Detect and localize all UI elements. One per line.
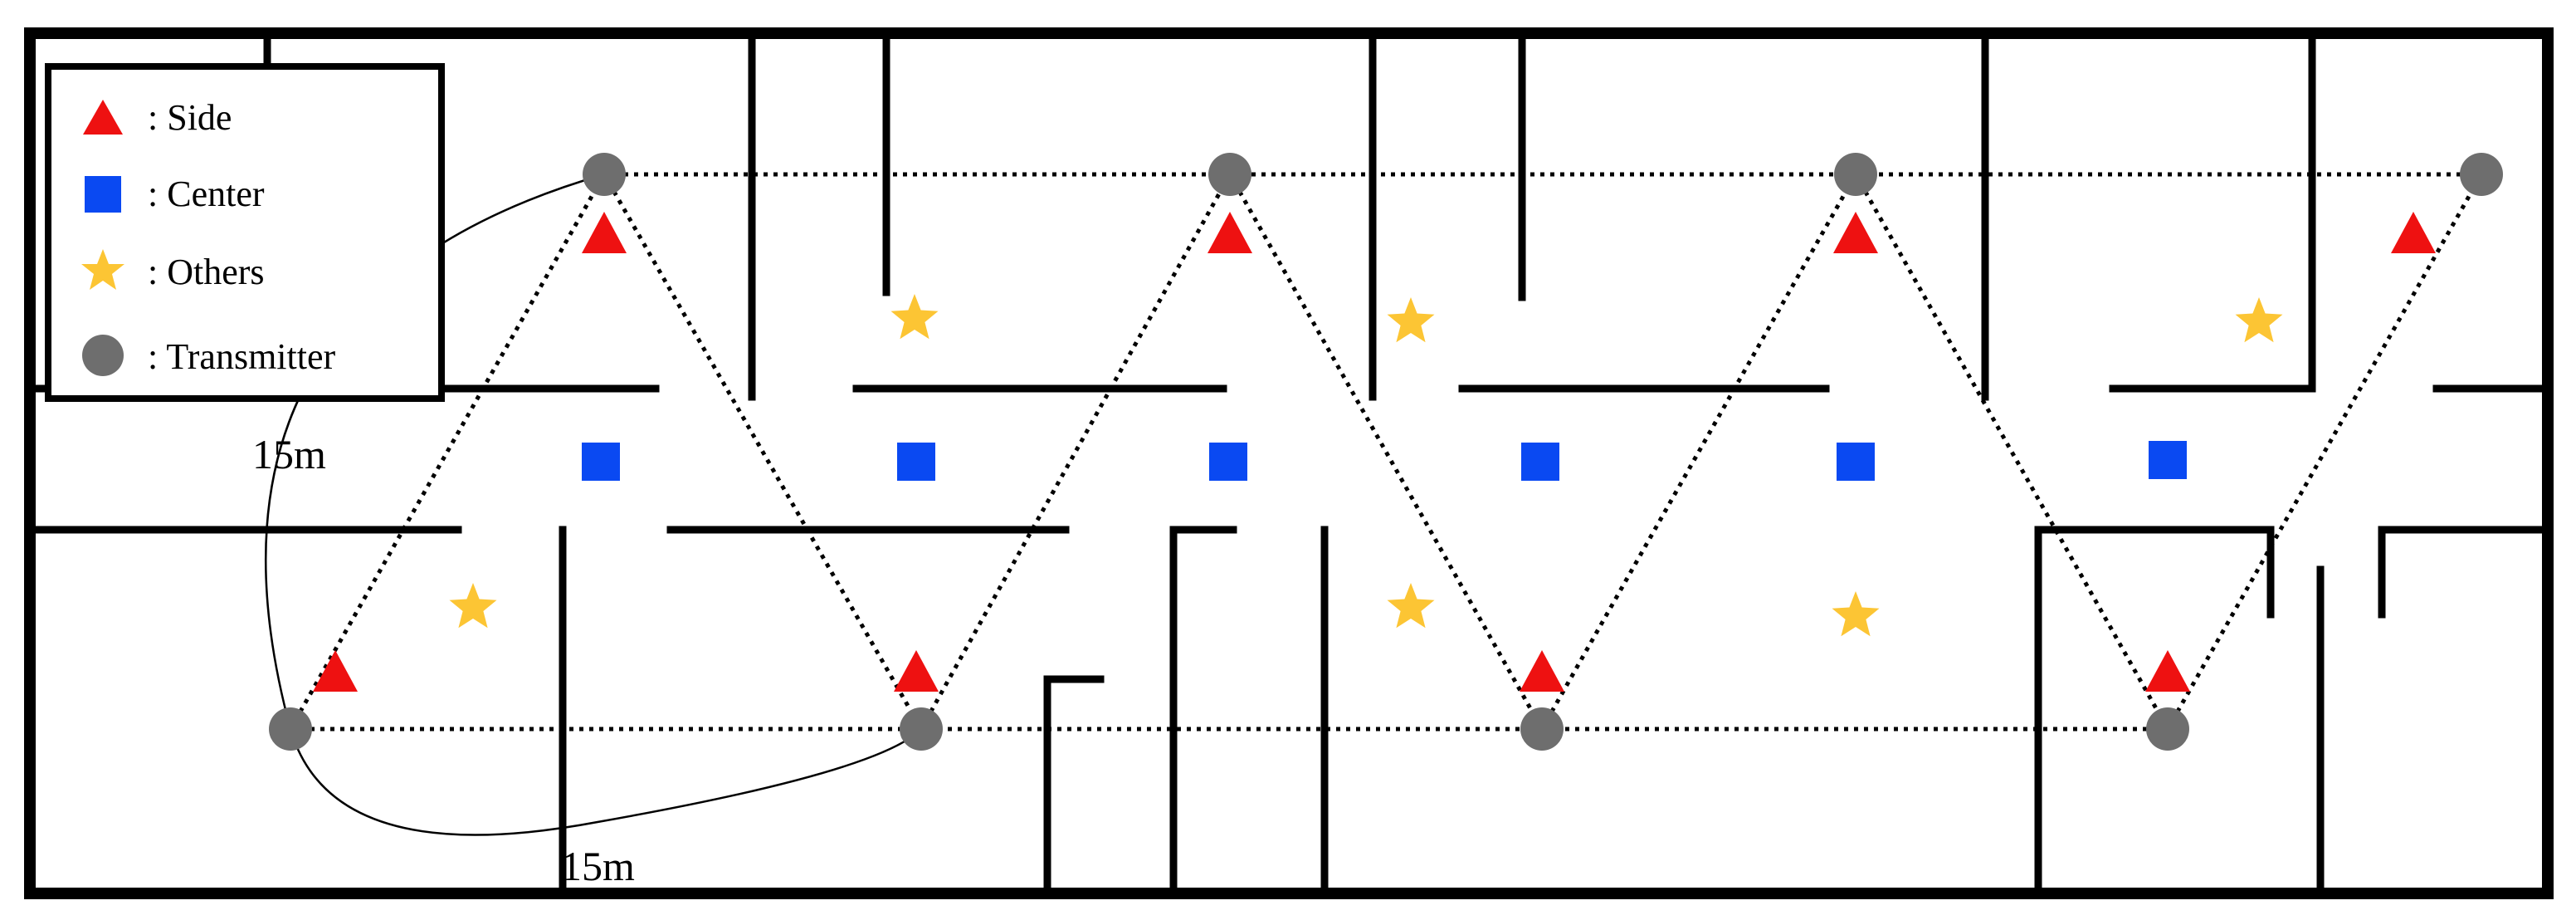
side-marker <box>1833 212 1878 253</box>
legend-center-icon <box>85 176 121 213</box>
center-marker <box>1209 443 1247 481</box>
center-marker <box>1837 443 1875 481</box>
transmitter-marker <box>583 153 626 196</box>
transmitter-marker <box>2146 707 2189 751</box>
dotted-link <box>602 173 924 731</box>
transmitter-links <box>288 172 2484 732</box>
side-marker <box>582 212 627 253</box>
dotted-link <box>2165 173 2484 731</box>
others-marker <box>1832 591 1880 637</box>
center-marker <box>2149 441 2187 479</box>
markers <box>269 153 2503 751</box>
side-marker <box>313 650 358 692</box>
center-marker <box>1521 443 1559 481</box>
legend-transmitter-icon <box>82 335 124 376</box>
legend-side-icon <box>83 100 123 135</box>
transmitter-marker <box>900 707 943 751</box>
side-marker <box>2145 650 2190 692</box>
dotted-link <box>1853 173 2170 731</box>
others-marker <box>890 294 939 340</box>
legend-others-icon <box>81 249 124 290</box>
legend: : Side : Center : Others : Transmitter <box>45 63 445 402</box>
side-marker <box>1208 212 1252 253</box>
transmitter-marker <box>2460 153 2503 196</box>
legend-side-label: : Side <box>148 97 232 138</box>
horizontal-distance-label: 15m <box>561 843 635 889</box>
transmitter-marker <box>1208 153 1251 196</box>
side-marker <box>894 650 939 692</box>
distance-arc-horizontal <box>289 728 922 836</box>
legend-transmitter-label: : Transmitter <box>148 336 335 377</box>
dotted-link <box>1539 173 1858 731</box>
others-marker <box>449 583 497 629</box>
legend-center-label: : Center <box>148 174 265 214</box>
diagonal-distance-label: 15m <box>252 431 326 477</box>
dotted-link <box>919 173 1232 731</box>
interior-walls <box>26 29 2552 898</box>
transmitter-marker <box>269 707 312 751</box>
side-marker <box>1520 650 1564 692</box>
transmitter-marker <box>1834 153 1877 196</box>
center-marker <box>897 443 935 481</box>
side-marker <box>2391 212 2436 253</box>
transmitter-marker <box>1520 707 1564 751</box>
building-outline <box>24 27 2554 899</box>
others-marker <box>2235 297 2283 343</box>
dotted-link <box>1227 173 1544 731</box>
others-marker <box>1387 297 1435 343</box>
legend-others-label: : Others <box>148 252 265 292</box>
center-marker <box>582 443 620 481</box>
others-marker <box>1387 583 1435 629</box>
dotted-link <box>288 173 607 731</box>
